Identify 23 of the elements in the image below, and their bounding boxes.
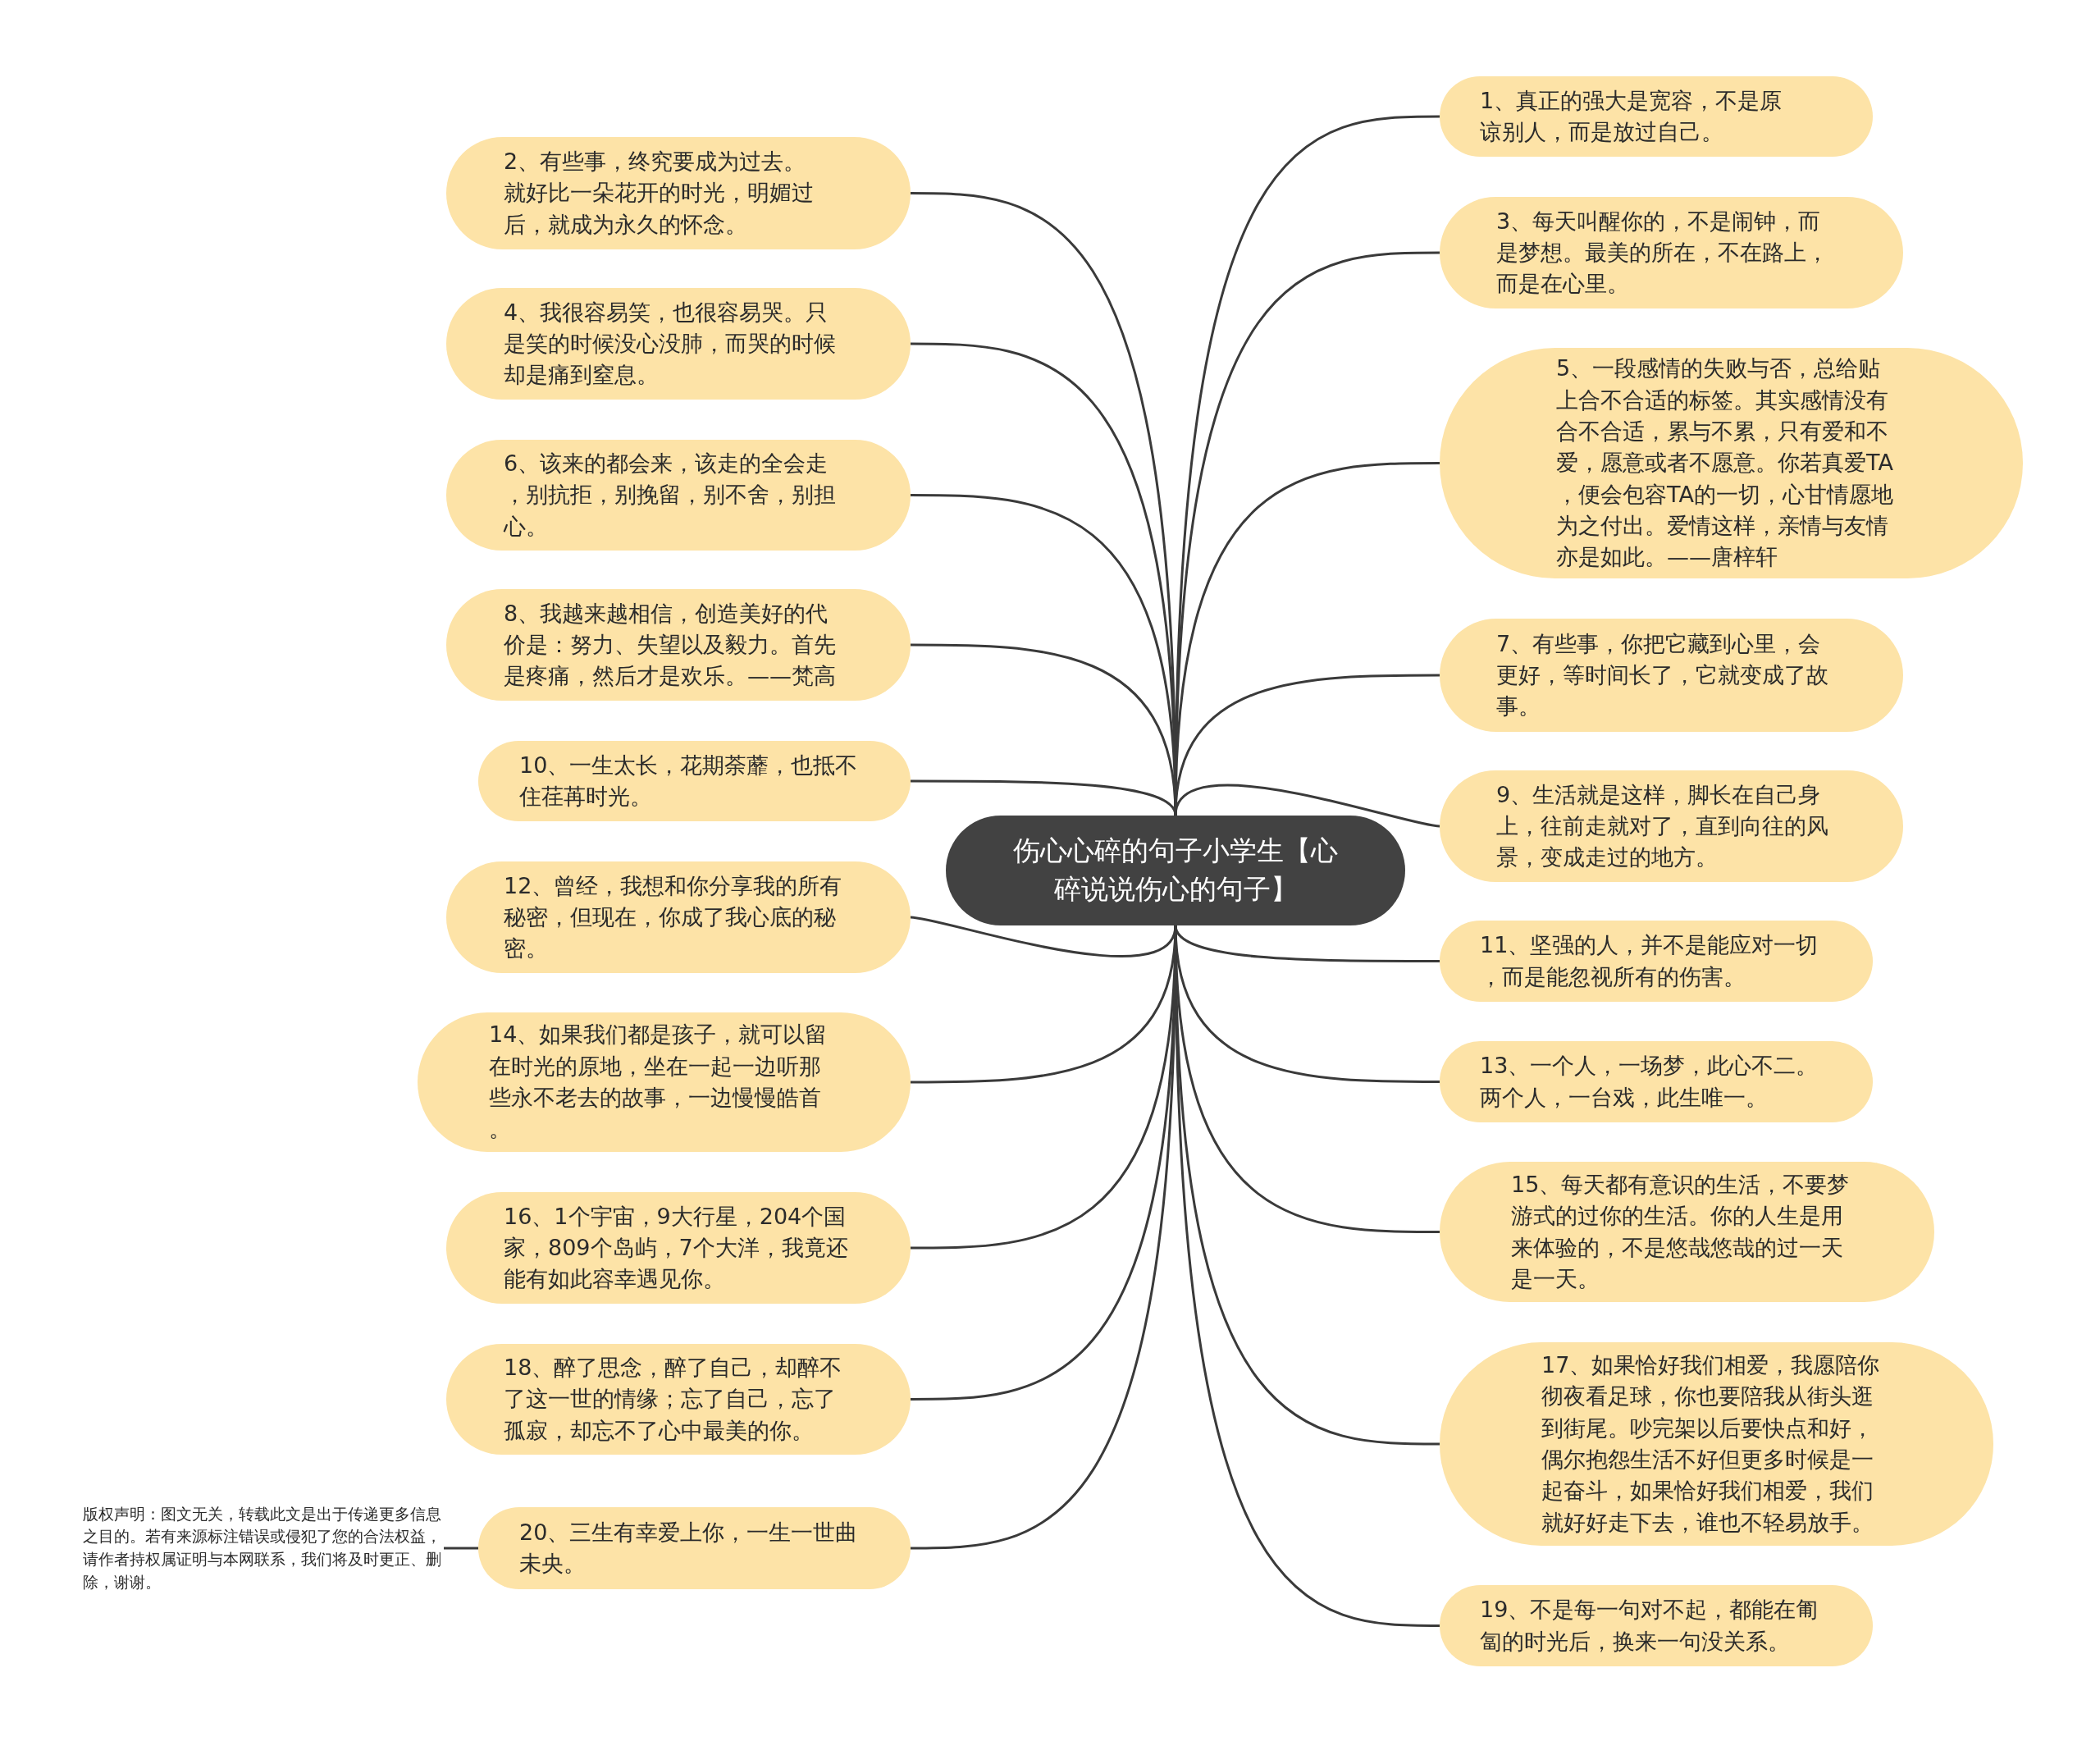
quote-text: 16、1个宇宙，9大行星，204个国家，809个岛屿，7个大洋，我竟还能有如此容幸遇见你。 <box>504 1202 848 1294</box>
quote-text: 6、该来的都会来，该走的全会走，别抗拒，别挽留，别不舍，别担心。 <box>504 450 837 541</box>
quote-text: 10、一生太长，花期荼蘼，也抵不住荏苒时光。 <box>519 751 859 811</box>
quote-text: 20、三生有幸爱上你，一生一世曲未央。 <box>519 1518 859 1578</box>
quote-text: 12、曾经，我想和你分享我的所有秘密，但现在，你成了我心底的秘密。 <box>504 871 843 963</box>
quote-text: 13、一个人，一场梦，此心不二。两个人，一台戏，此生唯一。 <box>1480 1052 1819 1112</box>
quote-text: 1、真正的强大是宽容，不是原谅别人，而是放过自己。 <box>1480 86 1783 146</box>
topic-text: 伤心心碎的句子小学生【心碎说说伤心的句子】 <box>1012 834 1339 907</box>
quote-text: 8、我越来越相信，创造美好的代价是：努力、失望以及毅力。首先是疼痛，然后才是欢乐。——梵高 <box>504 599 837 691</box>
quote-text: 19、不是每一句对不起，都能在匍匐的时光后，换来一句没关系。 <box>1480 1596 1819 1656</box>
quote-text: 7、有些事，你把它藏到心里，会更好，等时间长了，它就变成了故事。 <box>1496 629 1829 721</box>
quote-text: 4、我很容易笑，也很容易哭。只是笑的时候没心没肺，而哭的时候却是痛到窒息。 <box>504 298 837 390</box>
quote-text: 9、生活就是这样，脚长在自己身上，往前走就对了，直到向往的风景，变成走过的地方。 <box>1496 780 1829 872</box>
quote-text: 5、一段感情的失败与否，总给贴上合不合适的标签。其实感情没有合不合适，累与不累，只有爱和不爱，愿意或者不愿意。你若真爱TA，便会包容TA的一切，心甘情愿地为之付出。爱情这样，亲情与友情亦是如此。——唐梓轩 <box>1556 354 1894 572</box>
quote-text: 14、如果我们都是孩子，就可以留在时光的原地，坐在一起一边听那些永不老去的故事，一边慢慢皓首。 <box>489 1021 829 1144</box>
quote-text: 15、每天都有意识的生活，不要梦游式的过你的生活。你的人生是用来体验的，不是悠哉悠哉的过一天是一天。 <box>1511 1170 1851 1293</box>
note-text: 版权声明：图文无关，转载此文是出于传递更多信息之目的。若有来源标注错误或侵犯了您的合法权益，请作者持权属证明与本网联系，我们将及时更正、删除，谢谢。 <box>83 1503 442 1592</box>
quote-text: 2、有些事，终究要成为过去。就好比一朵花开的时光，明媚过后，就成为永久的怀念。 <box>504 148 815 239</box>
connector-line <box>444 1547 478 1550</box>
quote-text: 18、醉了思念，醉了自己，却醉不了这一世的情缘；忘了自己，忘了孤寂，却忘不了心中最美的你。 <box>504 1354 843 1445</box>
quote-text: 11、坚强的人，并不是能应对一切，而是能忽视所有的伤害。 <box>1480 931 1819 991</box>
quote-text: 17、如果恰好我们相爱，我愿陪你彻夜看足球，你也要陪我从街头逛到街尾。吵完架以后要快点和好，偶尔抱怨生活不好但更多时候是一起奋斗，如果恰好我们相爱，我们就好好走下去，谁也不轻易放手。 <box>1541 1351 1881 1537</box>
quote-text: 3、每天叫醒你的，不是闹钟，而是梦想。最美的所在，不在路上，而是在心里。 <box>1496 207 1829 299</box>
